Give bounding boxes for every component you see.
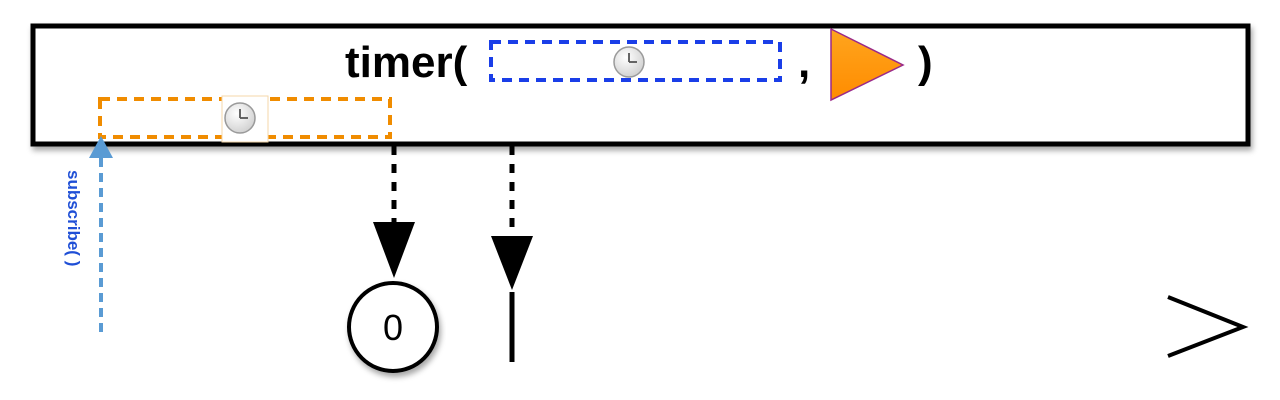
operator-comma: , — [798, 38, 810, 87]
emission-arrow — [373, 146, 415, 278]
clock-icon — [224, 102, 256, 134]
emission-value: 0 — [383, 307, 403, 348]
operator-box — [30, 23, 1251, 147]
orange-triangle-icon — [830, 27, 905, 102]
clock-icon — [613, 46, 645, 78]
operator-name: timer( — [345, 38, 468, 87]
completion-arrow — [491, 146, 533, 290]
operator-close: ) — [918, 38, 933, 87]
subscribe-label: subscribe( ) — [64, 170, 83, 266]
period-box — [489, 40, 782, 82]
emission-marble — [347, 281, 439, 373]
subscribe-arrow — [89, 136, 113, 332]
timeline — [33, 295, 1249, 358]
